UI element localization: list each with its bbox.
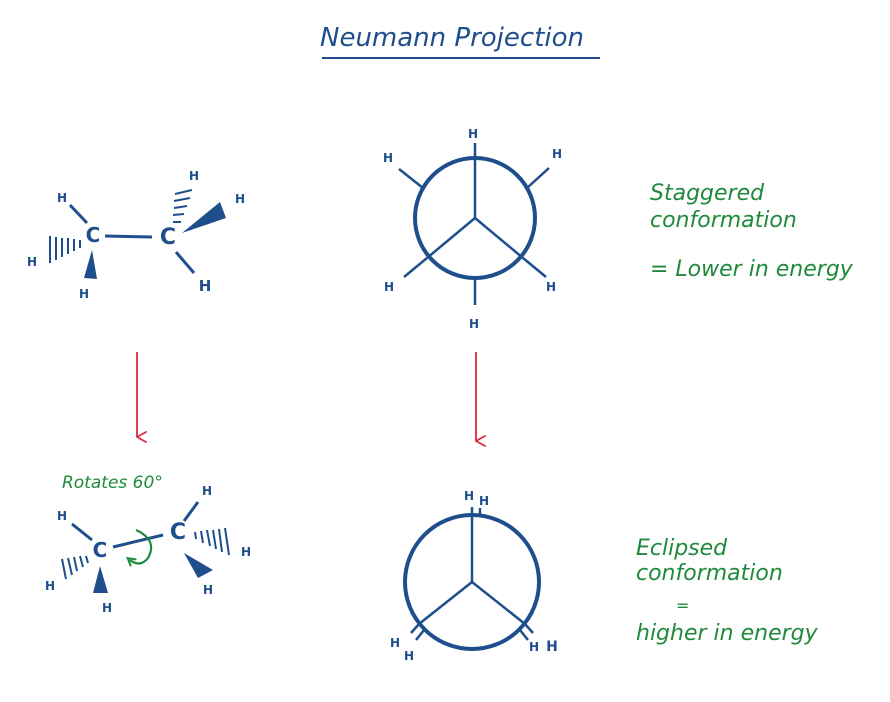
eclipsed-label-line3: higher in energy: [636, 621, 819, 646]
h-right-down-eclipsed: H: [203, 583, 213, 597]
front-bond-lower-right-eclipsed: [471, 581, 526, 625]
h-left-down-eclipsed: H: [102, 601, 112, 615]
h-right-down: H: [199, 277, 212, 295]
h-rear-upper-right: H: [552, 147, 562, 161]
rear-bond-upper-right: [526, 167, 550, 189]
bond-right-up-eclipsed: [182, 501, 200, 522]
front-bond-lower-right: [474, 217, 524, 259]
h-left-up-eclipsed: H: [57, 509, 67, 523]
h-front-lower-right: H: [546, 280, 556, 294]
bond-left-up-eclipsed: [71, 522, 93, 542]
carbon-left-label-eclipsed: C: [93, 538, 108, 562]
newman-eclipsed: H H H H H H: [390, 489, 558, 663]
wedge-bond-right-down-eclipsed: [184, 553, 213, 578]
h-rear-down: H: [469, 317, 479, 331]
h-lower-right-rear: H: [546, 639, 558, 655]
h-left-up: H: [57, 191, 67, 205]
h-rear-upper-left: H: [383, 151, 393, 165]
h-left-hashed: H: [27, 255, 37, 269]
front-bond-lower-left: [426, 217, 476, 259]
carbon-right-label: C: [160, 225, 176, 250]
sawhorse-eclipsed: C C H H H H H H: [45, 484, 251, 615]
rotation-note: Rotates 60°: [62, 473, 163, 493]
h-front-lower-left: H: [384, 280, 394, 294]
h-right-up-eclipsed: H: [202, 484, 212, 498]
staggered-label-line3: = Lower in energy: [650, 257, 854, 282]
eclipsed-label: Eclipsed conformation = higher in energy: [636, 536, 819, 646]
h-top-front: H: [464, 489, 474, 503]
c-c-bond-eclipsed: [112, 533, 164, 549]
bond-left-up: [68, 203, 89, 225]
staggered-label-line1: Staggered: [650, 181, 765, 206]
staggered-label-line2: conformation: [650, 208, 797, 233]
h-right-hashed-eclipsed: H: [241, 545, 251, 559]
sawhorse-staggered: C C H H H H H H: [27, 169, 245, 301]
eclipsed-label-equals: =: [676, 596, 689, 615]
h-right-wedge: H: [235, 192, 245, 206]
hashed-bond-left: [49, 236, 81, 263]
wedge-bond-left-down-eclipsed: [93, 566, 108, 593]
hashed-bond-left-eclipsed: [61, 555, 89, 580]
carbon-right-label-eclipsed: C: [170, 520, 186, 545]
carbon-left-label: C: [86, 223, 101, 247]
wedge-bond-right: [182, 202, 226, 233]
rear-bond-upper-left: [398, 168, 424, 189]
h-top-rear: H: [479, 494, 489, 508]
hashed-bond-right-up: [172, 189, 193, 223]
wedge-bond-left-down: [84, 250, 97, 279]
h-lower-right-front: H: [529, 640, 539, 654]
page-title: Neumann Projection: [320, 23, 584, 53]
newman-staggered: H H H H H H: [383, 127, 562, 331]
rotation-arrow: [130, 528, 153, 564]
bond-right-down: [174, 251, 196, 274]
eclipsed-label-line1: Eclipsed: [636, 536, 728, 561]
h-front-up: H: [468, 127, 478, 141]
h-left-down: H: [79, 287, 89, 301]
eclipsed-label-line2: conformation: [636, 561, 783, 586]
hashed-bond-right-eclipsed: [194, 527, 230, 556]
h-left-hashed-eclipsed: H: [45, 579, 55, 593]
h-right-hashed: H: [189, 169, 199, 183]
h-lower-left-rear: H: [404, 649, 414, 663]
front-bond-lower-left-eclipsed: [418, 581, 473, 625]
staggered-label: Staggered conformation = Lower in energy: [650, 181, 854, 282]
h-lower-left-front: H: [390, 636, 400, 650]
c-c-bond: [104, 234, 153, 239]
